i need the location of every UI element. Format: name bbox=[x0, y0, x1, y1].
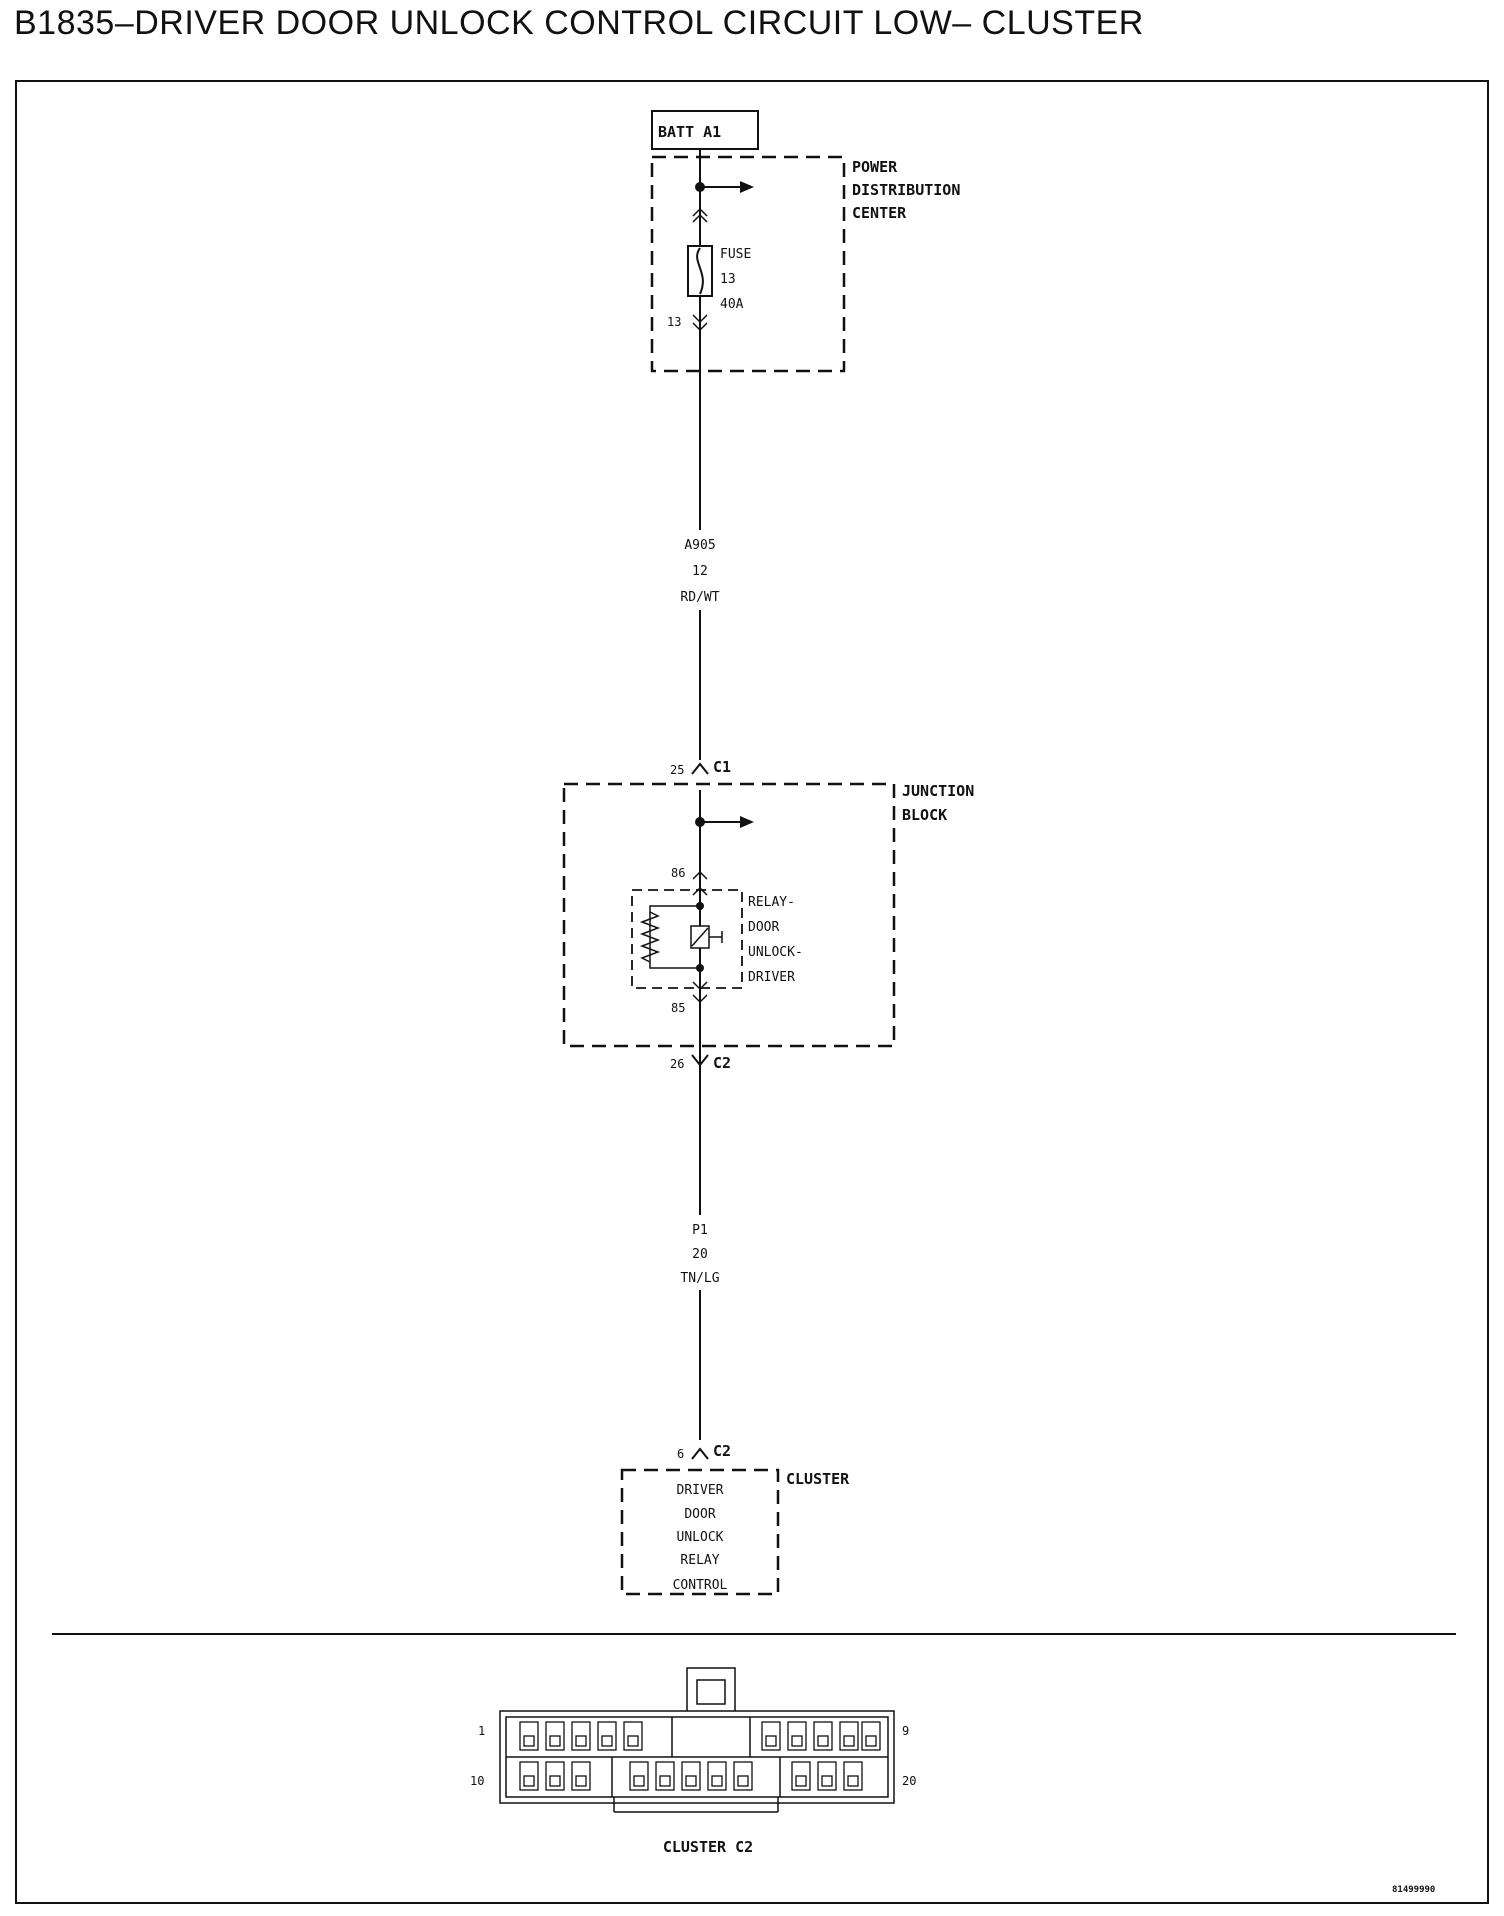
cluster-label: CLUSTER bbox=[786, 1470, 850, 1488]
wire1-circuit: A905 bbox=[684, 538, 715, 553]
relay-label-4: DRIVER bbox=[748, 970, 795, 985]
wire2-circuit: P1 bbox=[692, 1223, 708, 1238]
cluster-text-2: DOOR bbox=[684, 1507, 715, 1522]
c1-connector: C1 bbox=[713, 758, 731, 776]
cluster-text-5: CONTROL bbox=[673, 1578, 728, 1593]
pin-label-top-left: 1 bbox=[478, 1724, 485, 1738]
cluster-text-4: RELAY bbox=[680, 1553, 719, 1568]
relay-label-3: UNLOCK- bbox=[748, 945, 803, 960]
relay-coil-icon bbox=[639, 911, 661, 963]
wire1-color: RD/WT bbox=[680, 590, 719, 605]
c2-cluster-connector-icon bbox=[691, 1447, 709, 1460]
c2-cluster-pin: 6 bbox=[677, 1447, 684, 1461]
c1-connector-icon bbox=[691, 762, 709, 775]
c2-jb-connector: C2 bbox=[713, 1054, 731, 1072]
batt-label: BATT A1 bbox=[658, 123, 721, 141]
pdc-label-1: POWER bbox=[852, 158, 898, 176]
wire2-color: TN/LG bbox=[680, 1271, 719, 1286]
fuse-top-chevron-icon bbox=[692, 207, 708, 217]
pin-label-top-right: 9 bbox=[902, 1724, 909, 1738]
pdc-label-2: DISTRIBUTION bbox=[852, 181, 960, 199]
figure-id: 81499990 bbox=[1392, 1885, 1435, 1895]
cluster-text-3: UNLOCK bbox=[677, 1530, 724, 1545]
relay-box bbox=[631, 889, 743, 989]
cluster-text-1: DRIVER bbox=[677, 1483, 724, 1498]
relay-pin-bottom: 85 bbox=[671, 1001, 685, 1015]
c2-jb-connector-icon bbox=[691, 1054, 709, 1067]
relay-label-2: DOOR bbox=[748, 920, 779, 935]
c1-pin: 25 bbox=[670, 763, 684, 777]
relay-pin-top: 86 bbox=[671, 866, 685, 880]
fuse-rating: 40A bbox=[720, 297, 744, 312]
fuse-name: FUSE bbox=[720, 247, 751, 262]
pin-label-bottom-left: 10 bbox=[470, 1774, 484, 1788]
pdc-box bbox=[650, 155, 846, 373]
c2-jb-pin: 26 bbox=[670, 1057, 684, 1071]
cluster-box bbox=[620, 1468, 780, 1596]
fuse-number: 13 bbox=[720, 272, 736, 287]
pin-label-bottom-right: 20 bbox=[902, 1774, 916, 1788]
cluster-c2-cavities bbox=[519, 1721, 881, 1791]
c2-cluster-connector: C2 bbox=[713, 1442, 731, 1460]
batt-box bbox=[651, 110, 759, 150]
wire1-gauge: 12 bbox=[692, 564, 708, 579]
jb-branch-arrow-icon bbox=[740, 816, 754, 828]
pdc-branch-arrow-icon bbox=[740, 181, 754, 193]
fuse-bottom-chevron-icon bbox=[692, 314, 708, 324]
junction-block-box bbox=[562, 782, 896, 1048]
relay-label-1: RELAY- bbox=[748, 895, 795, 910]
diagram-frame bbox=[15, 80, 1489, 1904]
fuse-pin: 13 bbox=[667, 315, 681, 329]
cluster-c2-connector-view bbox=[499, 1667, 895, 1813]
page-title: B1835–DRIVER DOOR UNLOCK CONTROL CIRCUIT… bbox=[14, 4, 1144, 42]
pdc-label-3: CENTER bbox=[852, 204, 907, 222]
connector-view-label: CLUSTER C2 bbox=[663, 1838, 753, 1856]
relay-pin85-icon bbox=[692, 994, 708, 1004]
junction-label-1: JUNCTION bbox=[902, 782, 974, 800]
junction-label-2: BLOCK bbox=[902, 806, 947, 824]
wire2-gauge: 20 bbox=[692, 1247, 708, 1262]
relay-pin86-icon bbox=[692, 870, 708, 880]
